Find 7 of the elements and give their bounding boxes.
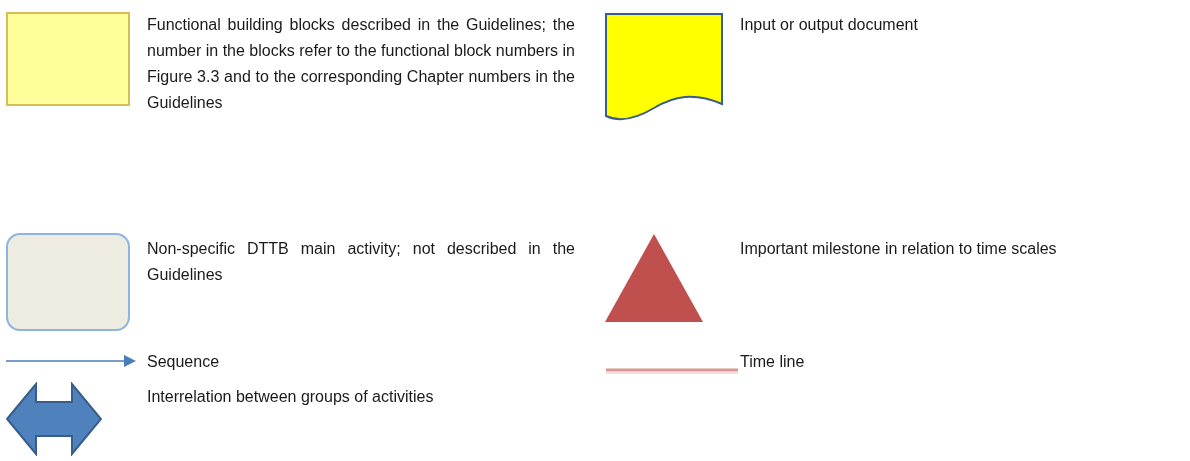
legend-text: Time line [740, 352, 806, 372]
legend-text: Functional building blocks described in the Guidelines; the number in the blocks refer to the functional block numbers in Figure 3.3 and to the corresponding Chapter numbers in the Guidelines [147, 15, 575, 113]
legend-text: Interrelation between groups of activities [147, 387, 435, 407]
legend-text: Input or output document [740, 15, 919, 35]
legend-text: Important milestone in relation to time scales [740, 239, 1058, 259]
legend-text: Sequence [147, 352, 221, 372]
legend-text: Non-specific DTTB main activity; not described in the Guidelines [147, 239, 575, 285]
